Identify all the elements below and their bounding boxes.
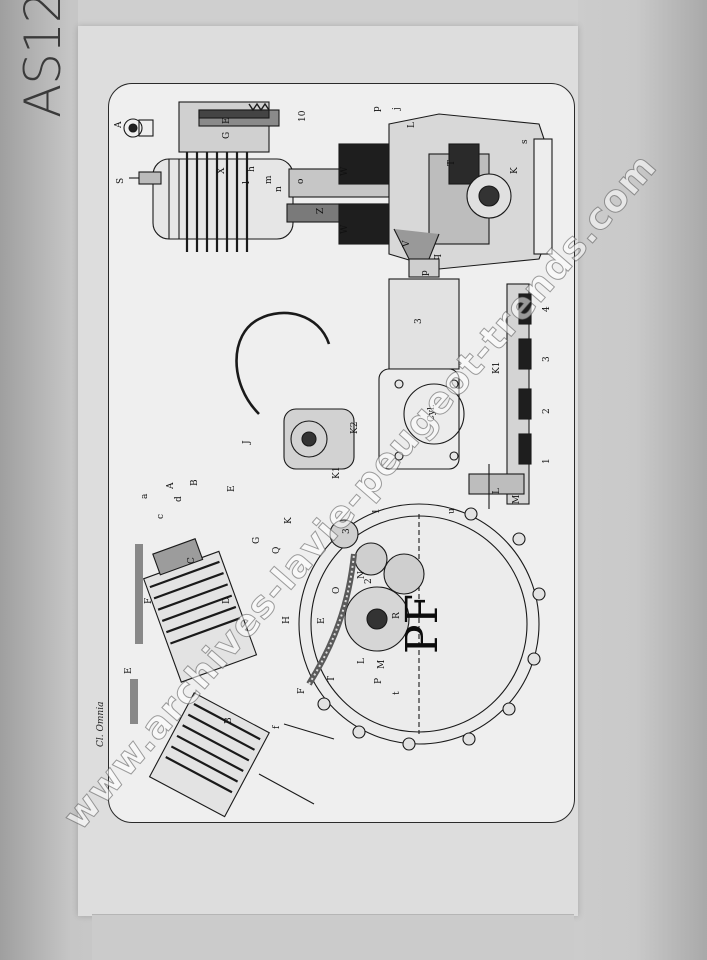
label: E — [222, 117, 232, 124]
label: o — [296, 179, 306, 184]
label: s — [520, 139, 530, 144]
label: V — [402, 240, 412, 248]
label: B — [190, 479, 200, 486]
engine-drawing: PF a c d A B E F C D G H J K K1 K2 L M — [114, 101, 553, 818]
label: 4 — [542, 306, 552, 312]
label: Cyl. — [427, 404, 437, 422]
label: p — [372, 106, 382, 112]
label: G — [252, 537, 262, 544]
label: K1 — [492, 362, 502, 374]
label: c — [156, 514, 166, 519]
label: 3 — [342, 528, 352, 534]
pf-logo-text: PF — [397, 594, 448, 654]
label: f — [272, 725, 282, 729]
label: O — [332, 587, 342, 594]
label: q — [432, 254, 442, 260]
label: T — [327, 676, 337, 682]
film-strip-top — [78, 0, 578, 27]
label: 1 — [542, 458, 552, 464]
label: l — [242, 181, 252, 184]
label: A — [166, 482, 176, 490]
label: C — [187, 557, 197, 564]
label: L — [407, 122, 417, 128]
photo-credit: Cl. Omnia — [96, 701, 106, 747]
label: L — [357, 658, 367, 664]
label: E — [124, 667, 134, 674]
label: D — [222, 597, 232, 604]
label: n — [274, 186, 284, 192]
label: M — [377, 660, 387, 669]
label: T — [447, 160, 457, 166]
label: 2 — [364, 578, 374, 584]
label: H — [282, 616, 292, 624]
label: A — [114, 121, 124, 129]
label: E — [317, 617, 327, 624]
label: P — [374, 678, 384, 684]
right-engine-section — [123, 101, 553, 278]
film-strip-bottom — [92, 914, 574, 960]
label: J — [242, 440, 252, 445]
label: W — [340, 166, 350, 176]
label: K1 — [332, 467, 342, 479]
label: F — [144, 598, 154, 604]
reference-mark-text: AS127 — [14, 0, 72, 118]
label: K — [510, 167, 520, 174]
detail-section — [378, 278, 532, 509]
left-engine-section — [130, 311, 546, 818]
label: d — [174, 496, 184, 502]
label: G — [222, 132, 232, 139]
label: j — [392, 107, 402, 111]
label: 2 — [542, 408, 552, 414]
label: 10 — [298, 110, 308, 122]
left-engine-labels: a c d A B E F C D G H J K K1 K2 L M N O … — [124, 422, 457, 729]
label: 3 — [414, 318, 424, 324]
label: E — [227, 485, 237, 492]
label: W — [340, 224, 350, 234]
label: m — [264, 175, 274, 184]
right-engine-labels: A S G E X h l m n o W W Z V p q p j L T — [114, 106, 530, 276]
label: F — [297, 688, 307, 694]
label: p — [420, 270, 430, 276]
label: R — [392, 612, 402, 619]
label: Z — [316, 208, 326, 214]
label: 3 — [542, 356, 552, 362]
label: S — [116, 178, 126, 184]
label: Q — [272, 547, 282, 554]
label: 1 — [372, 508, 382, 514]
label: t — [392, 691, 402, 695]
label: L — [492, 488, 502, 494]
label: a — [140, 493, 150, 499]
label: h — [247, 166, 257, 172]
handwritten-reference-mark: AS127 — [14, 0, 74, 118]
label: K2 — [350, 422, 360, 434]
label: B — [224, 717, 234, 724]
label: u — [447, 508, 457, 514]
detail-labels: Cyl. 3 K1 L M 1 2 3 4 — [414, 306, 552, 504]
label: N — [357, 571, 367, 579]
label: K — [284, 517, 294, 524]
engineering-plate: PF a c d A B E F C D G H J K K1 K2 L M — [108, 83, 575, 823]
label: M — [512, 495, 522, 504]
label: X — [217, 167, 227, 174]
pf-logo: PF — [397, 594, 448, 654]
